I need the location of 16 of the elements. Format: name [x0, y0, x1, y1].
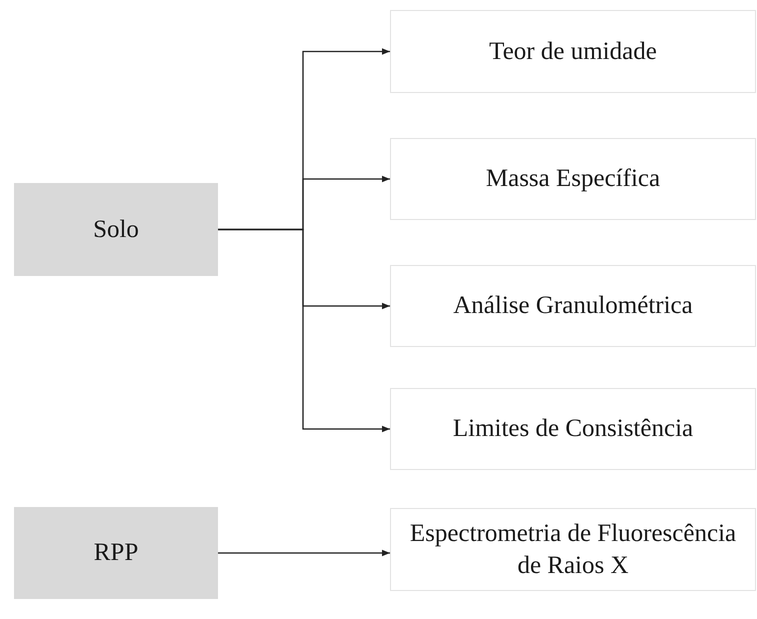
test-box [390, 138, 756, 220]
test-box [390, 508, 756, 591]
box-label: Limites de Consistência [452, 414, 694, 444]
arrow [218, 228, 390, 432]
box-label: Análise Granulométrica [453, 291, 693, 322]
test-box [390, 388, 756, 470]
box-label: Espectrometria de Fluorescência de Raios X [408, 519, 738, 580]
source-box [14, 183, 218, 276]
test-box [390, 265, 756, 347]
box-label: RPP [94, 538, 138, 568]
arrow [218, 550, 390, 556]
box-label: Massa Específica [486, 164, 660, 194]
test-box [390, 10, 756, 93]
source-box [14, 507, 218, 599]
box-label: Teor de umidade [489, 36, 657, 67]
box-label: Solo [93, 214, 139, 245]
